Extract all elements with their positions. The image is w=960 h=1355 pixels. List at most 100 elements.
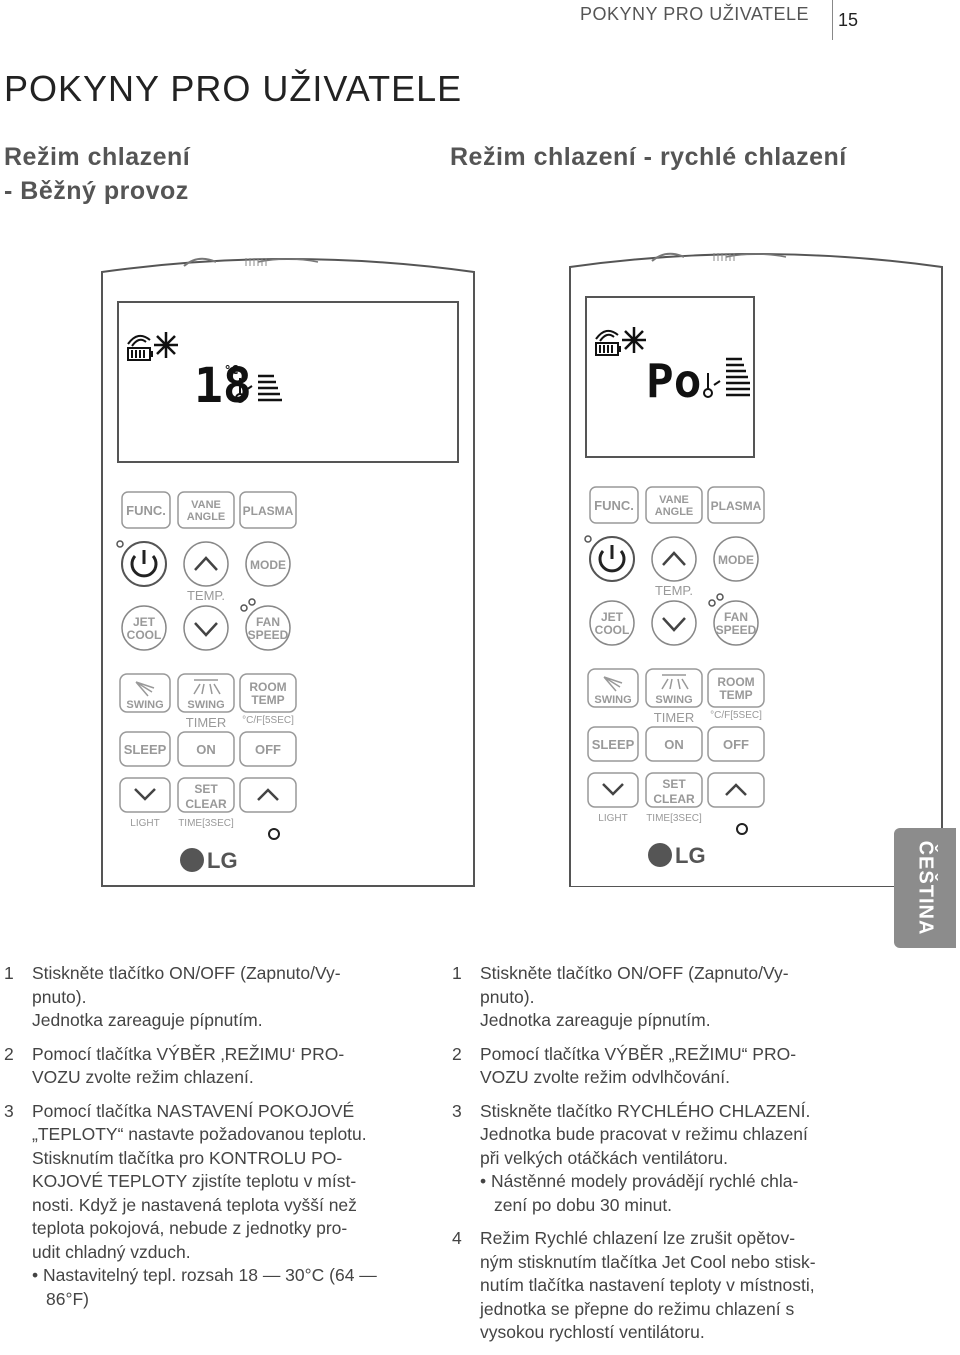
- svg-text:ROOM: ROOM: [249, 680, 286, 694]
- svg-text:FUNC.: FUNC.: [126, 503, 166, 518]
- page-number: 15: [838, 10, 859, 30]
- button-plasma[interactable]: PLASMA: [239, 491, 297, 529]
- button-fan-speed[interactable]: FAN SPEED: [245, 605, 291, 651]
- svg-text:VANE: VANE: [659, 494, 689, 506]
- step-bullet: • Nastavitelný tepl. rozsah 18 — 30°C (6…: [32, 1265, 377, 1309]
- button-swing-horizontal[interactable]: SWING: [177, 673, 235, 713]
- temp-label: TEMP.: [187, 588, 225, 603]
- button-fan-speed[interactable]: FAN SPEED: [713, 600, 759, 646]
- reset-hole: [736, 823, 748, 835]
- button-func[interactable]: FUNC.: [121, 491, 171, 529]
- svg-text:SLEEP: SLEEP: [592, 737, 635, 752]
- page-title: POKYNY PRO UŽIVATELE: [4, 68, 463, 109]
- power-button[interactable]: [589, 536, 635, 582]
- temp-down-button[interactable]: [651, 600, 697, 646]
- svg-text:LG: LG: [207, 848, 238, 873]
- button-timer-off[interactable]: OFF: [239, 731, 297, 767]
- svg-text:JET: JET: [133, 615, 156, 629]
- step-item: 4 Režim Rychlé chlazení lze zrušit opětov…: [452, 1227, 852, 1345]
- button-time-up[interactable]: [239, 777, 297, 813]
- steps-list-jet-cooling: 1 Stiskněte tlačítko ON/OFF (Zapnuto/Vy- …: [452, 962, 852, 1355]
- button-mode[interactable]: MODE: [713, 536, 759, 582]
- temp-up-button[interactable]: [651, 536, 697, 582]
- header-divider: [832, 0, 833, 40]
- fan-speed-bars-icon: [726, 357, 750, 397]
- timer-label: TIMER: [654, 710, 694, 725]
- button-vane-angle[interactable]: VANE ANGLE: [177, 491, 235, 529]
- cooling-snowflake-icon: [154, 332, 178, 358]
- step-item: 1 Stiskněte tlačítko ON/OFF (Zapnuto/Vy- …: [452, 962, 852, 1033]
- button-swing-vertical[interactable]: SWING: [119, 673, 171, 713]
- svg-text:FAN: FAN: [256, 615, 280, 629]
- button-timer-on[interactable]: ON: [645, 726, 703, 762]
- svg-text:ROOM: ROOM: [717, 675, 754, 689]
- svg-text:PLASMA: PLASMA: [243, 504, 294, 518]
- power-button[interactable]: [121, 541, 167, 587]
- step-number: 1: [452, 963, 462, 983]
- step-number: 2: [452, 1043, 462, 1064]
- temp-down-button[interactable]: [183, 605, 229, 651]
- button-time-up[interactable]: [707, 772, 765, 808]
- button-timer-on[interactable]: ON: [177, 731, 235, 767]
- button-swing-horizontal[interactable]: SWING: [645, 668, 703, 708]
- svg-text:FAN: FAN: [724, 610, 748, 624]
- button-swing-vertical[interactable]: SWING: [587, 668, 639, 708]
- svg-text:JET: JET: [601, 610, 624, 624]
- button-timer-off[interactable]: OFF: [707, 726, 765, 762]
- remote-control-illustration-right: Po FUNC. VANE ANGLE PLASMA MODE TEMP. JE…: [566, 247, 946, 887]
- button-mode[interactable]: MODE: [245, 541, 291, 587]
- lg-logo: LG: [648, 843, 706, 868]
- button-plasma[interactable]: PLASMA: [707, 486, 765, 524]
- svg-text:ON: ON: [196, 742, 216, 757]
- step-number: 4: [452, 1228, 462, 1248]
- temp-up-button[interactable]: [183, 541, 229, 587]
- button-room-temp[interactable]: ROOM TEMP: [707, 668, 765, 708]
- svg-text:SPEED: SPEED: [716, 623, 757, 637]
- time-label: TIME[3SEC]: [178, 818, 234, 829]
- step-text: Režim Rychlé chlazení lze zrušit opětov-…: [480, 1228, 816, 1342]
- button-set-clear[interactable]: SET CLEAR: [645, 772, 703, 808]
- svg-text:SWING: SWING: [655, 694, 692, 706]
- battery-icon: [595, 342, 621, 356]
- light-label: LIGHT: [130, 818, 159, 829]
- svg-text:OFF: OFF: [723, 737, 749, 752]
- step-item: 2 Pomocí tlačítka VÝBĚR „REŽIMU“ PRO- VOZ…: [452, 1043, 852, 1090]
- svg-text:LG: LG: [675, 843, 706, 868]
- remote-control-illustration-left: 18 °C FUNC. VANE ANGLE PLASMA MODE TEMP.…: [98, 252, 478, 892]
- button-light-down[interactable]: [119, 777, 171, 813]
- step-bullet: • Nástěnné modely provádějí rychlé chla-…: [480, 1171, 799, 1215]
- section-title-normal-cooling: Režim chlazení - Běžný provoz: [4, 140, 190, 208]
- temperature-digits: 18: [194, 358, 252, 414]
- time-label: TIME[3SEC]: [646, 813, 702, 824]
- step-text: Pomocí tlačítka NASTAVENÍ POKOJOVÉ „TEPL…: [32, 1100, 367, 1262]
- button-jet-cool[interactable]: JET COOL: [589, 600, 635, 646]
- button-func[interactable]: FUNC.: [589, 486, 639, 524]
- button-sleep[interactable]: SLEEP: [587, 726, 639, 762]
- svg-text:ANGLE: ANGLE: [655, 506, 694, 518]
- temp-unit-label: °C/F[5SEC]: [242, 715, 294, 726]
- button-set-clear[interactable]: SET CLEAR: [177, 777, 235, 813]
- step-text: Stiskněte tlačítko ON/OFF (Zapnuto/Vy- p…: [480, 963, 789, 1030]
- button-light-down[interactable]: [587, 772, 639, 808]
- signal-icon: [595, 329, 619, 342]
- button-room-temp[interactable]: ROOM TEMP: [239, 673, 297, 713]
- step-number: 1: [4, 963, 14, 983]
- jet-cool-display: Po: [646, 354, 701, 408]
- button-vane-angle[interactable]: VANE ANGLE: [645, 486, 703, 524]
- temperature-unit: °C: [224, 363, 238, 377]
- running-header: POKYNY PRO UŽIVATELE: [580, 4, 810, 24]
- svg-text:COOL: COOL: [595, 623, 630, 637]
- svg-text:SLEEP: SLEEP: [124, 742, 167, 757]
- button-sleep[interactable]: SLEEP: [119, 731, 171, 767]
- svg-text:ON: ON: [664, 737, 684, 752]
- section-title-line1: Režim chlazení: [4, 143, 191, 171]
- section-title-jet-cooling: Režim chlazení - rychlé chlazení: [450, 143, 847, 171]
- step-text: Pomocí tlačítka VÝBĚR ‚REŽIMU‘ PRO- VOZU…: [32, 1043, 345, 1088]
- step-text: Pomocí tlačítka VÝBĚR „REŽIMU“ PRO- VOZU…: [480, 1043, 797, 1088]
- button-jet-cool[interactable]: JET COOL: [121, 605, 167, 651]
- svg-text:PLASMA: PLASMA: [711, 499, 762, 513]
- svg-text:ANGLE: ANGLE: [187, 511, 226, 523]
